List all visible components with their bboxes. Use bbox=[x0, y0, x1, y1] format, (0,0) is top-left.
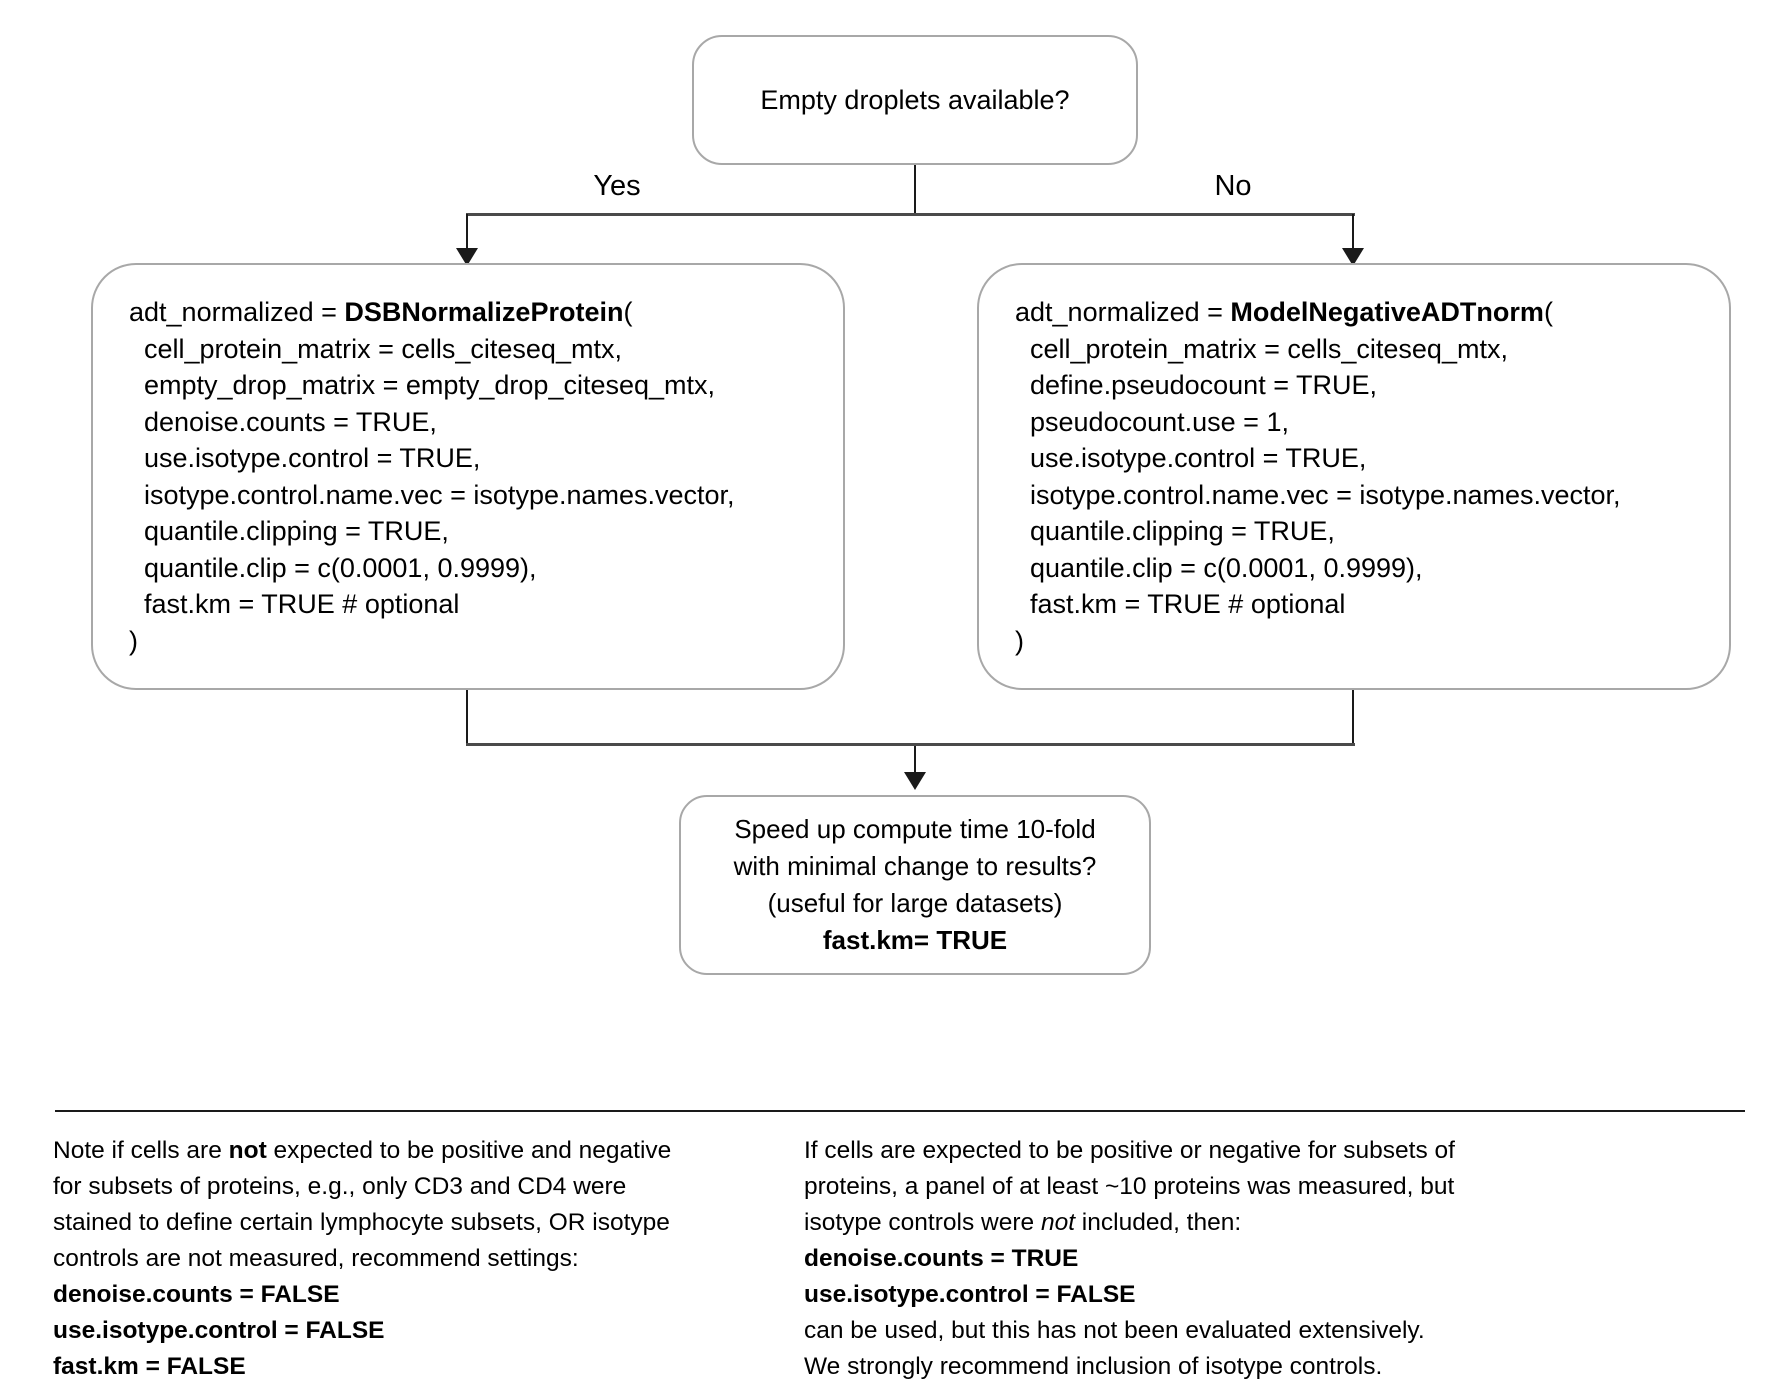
branch-label-yes: Yes bbox=[593, 170, 641, 202]
merge-left-line bbox=[466, 690, 468, 745]
split-horizontal-line bbox=[466, 213, 1355, 216]
text-line: fast.km = TRUE # optional bbox=[1015, 589, 1346, 619]
text-line: pseudocount.use = 1, bbox=[1015, 406, 1289, 437]
no-branch-line bbox=[1352, 214, 1354, 250]
text-line: denoise.counts = TRUE bbox=[804, 1245, 1079, 1272]
split-stem-line bbox=[914, 165, 916, 215]
merge-horizontal-line bbox=[466, 743, 1355, 746]
fast-km-speedup-lines: Speed up compute time 10-fold with minima… bbox=[681, 797, 1149, 973]
arrow-down-no-icon bbox=[1342, 248, 1364, 266]
text-line: Speed up compute time 10-fold bbox=[734, 814, 1096, 844]
text-line: define.pseudocount = TRUE, bbox=[1015, 370, 1377, 400]
text-line: quantile.clip = c(0.0001, 0.9999), bbox=[1015, 552, 1423, 583]
text-line: quantile.clipping = TRUE, bbox=[129, 516, 449, 546]
text-line: fast.km= TRUE bbox=[822, 925, 1008, 955]
code-box-dsb-normalize-protein: adt_normalized = DSBNormalizeProtein( ce… bbox=[91, 263, 845, 690]
text-line: controls are not measured, recommend set… bbox=[53, 1245, 579, 1272]
text-line: fast.km = FALSE bbox=[53, 1353, 246, 1380]
text-line: use.isotype.control = TRUE, bbox=[1015, 443, 1367, 473]
fast-km-speedup-box: Speed up compute time 10-fold with minima… bbox=[679, 795, 1151, 975]
text-line: quantile.clip = c(0.0001, 0.9999), bbox=[129, 552, 537, 583]
text-line: empty_drop_matrix = empty_drop_citeseq_m… bbox=[129, 370, 716, 400]
text-line: ) bbox=[129, 625, 138, 656]
text-line: We strongly recommend inclusion of isoty… bbox=[804, 1353, 1383, 1380]
branch-label-no: No bbox=[1214, 170, 1252, 202]
modelnegative-code-lines: adt_normalized = ModelNegativeADTnorm( c… bbox=[979, 265, 1729, 688]
text-line: isotype controls were not included, then… bbox=[804, 1209, 1242, 1236]
footnote-divider bbox=[55, 1110, 1745, 1112]
arrow-down-yes-icon bbox=[456, 248, 478, 266]
merge-right-line bbox=[1352, 690, 1354, 745]
text-line: use.isotype.control = FALSE bbox=[53, 1317, 385, 1344]
text-line: cell_protein_matrix = cells_citeseq_mtx, bbox=[1015, 333, 1508, 364]
footnote-right: If cells are expected to be positive or … bbox=[804, 1133, 1544, 1385]
text-line: can be used, but this has not been evalu… bbox=[804, 1317, 1425, 1344]
text-line: adt_normalized = ModelNegativeADTnorm( bbox=[1015, 297, 1553, 327]
footnote-left: Note if cells are not expected to be pos… bbox=[53, 1133, 753, 1385]
text-line: (useful for large datasets) bbox=[767, 888, 1063, 918]
text-line: proteins, a panel of at least ~10 protei… bbox=[804, 1173, 1455, 1200]
text-line: fast.km = TRUE # optional bbox=[129, 589, 460, 619]
empty-droplets-decision-box: Empty droplets available? bbox=[692, 35, 1138, 165]
text-line: ) bbox=[1015, 625, 1024, 656]
text-line: use.isotype.control = FALSE bbox=[804, 1281, 1136, 1308]
text-line: stained to define certain lymphocyte sub… bbox=[53, 1209, 670, 1236]
text-line: with minimal change to results? bbox=[733, 851, 1097, 881]
text-line: adt_normalized = DSBNormalizeProtein( bbox=[129, 297, 633, 327]
dsb-code-lines: adt_normalized = DSBNormalizeProtein( ce… bbox=[93, 265, 843, 688]
text-line: denoise.counts = FALSE bbox=[53, 1281, 340, 1308]
code-box-model-negative-adtnorm: adt_normalized = ModelNegativeADTnorm( c… bbox=[977, 263, 1731, 690]
yes-branch-line bbox=[466, 214, 468, 250]
text-line: isotype.control.name.vec = isotype.names… bbox=[1015, 479, 1621, 510]
text-line: Note if cells are not expected to be pos… bbox=[53, 1137, 672, 1164]
text-line: denoise.counts = TRUE, bbox=[129, 406, 437, 437]
text-line: isotype.control.name.vec = isotype.names… bbox=[129, 479, 735, 510]
text-line: use.isotype.control = TRUE, bbox=[129, 443, 481, 473]
text-line: cell_protein_matrix = cells_citeseq_mtx, bbox=[129, 333, 622, 364]
merge-stem-line bbox=[914, 746, 916, 774]
arrow-down-merge-icon bbox=[904, 772, 926, 790]
text-line: If cells are expected to be positive or … bbox=[804, 1137, 1455, 1164]
text-line: for subsets of proteins, e.g., only CD3 … bbox=[53, 1173, 627, 1200]
text-line: quantile.clipping = TRUE, bbox=[1015, 516, 1335, 546]
empty-droplets-question: Empty droplets available? bbox=[760, 84, 1070, 115]
